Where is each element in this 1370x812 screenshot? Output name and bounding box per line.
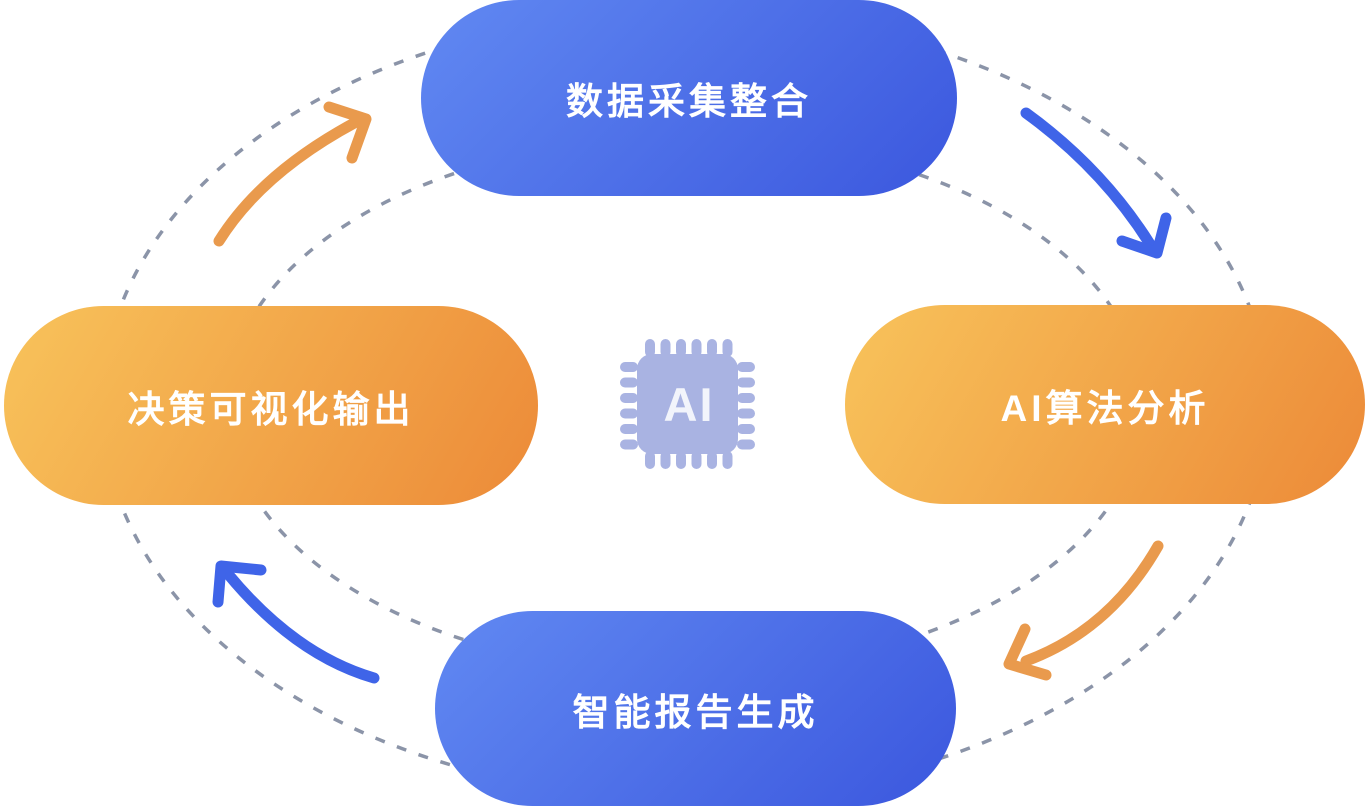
arrow-left-to-top-shaft bbox=[213, 115, 364, 247]
arrow-right-to-bottom-head bbox=[1003, 623, 1052, 681]
arrow-left-to-top-head bbox=[323, 101, 372, 164]
node-report-generation-label: 智能报告生成 bbox=[572, 691, 819, 733]
arrow-right-to-bottom-shaft bbox=[1020, 540, 1164, 667]
node-ai-analysis: AI算法分析 bbox=[845, 305, 1365, 504]
node-decision-visualization-label: 决策可视化输出 bbox=[127, 388, 415, 430]
arrow-top-to-right-shaft bbox=[1020, 107, 1156, 250]
chip-body bbox=[637, 354, 738, 454]
arrow-top-to-right-head bbox=[1116, 212, 1172, 259]
node-decision-visualization: 决策可视化输出 bbox=[4, 306, 538, 505]
node-ai-analysis-label: AI算法分析 bbox=[1000, 387, 1210, 429]
node-report-generation: 智能报告生成 bbox=[435, 611, 956, 806]
arrow-left-to-top bbox=[213, 101, 372, 247]
node-data-collection: 数据采集整合 bbox=[421, 0, 957, 196]
chip-label: AI bbox=[664, 378, 715, 431]
arrow-bottom-to-left bbox=[212, 560, 380, 684]
arrow-bottom-to-left-head bbox=[212, 560, 267, 608]
ai-chip-icon: AI bbox=[620, 339, 755, 469]
node-data-collection-label: 数据采集整合 bbox=[566, 81, 812, 122]
arrow-bottom-to-left-shaft bbox=[222, 568, 380, 684]
arrow-top-to-right bbox=[1020, 107, 1172, 259]
arrow-right-to-bottom bbox=[1003, 540, 1164, 681]
